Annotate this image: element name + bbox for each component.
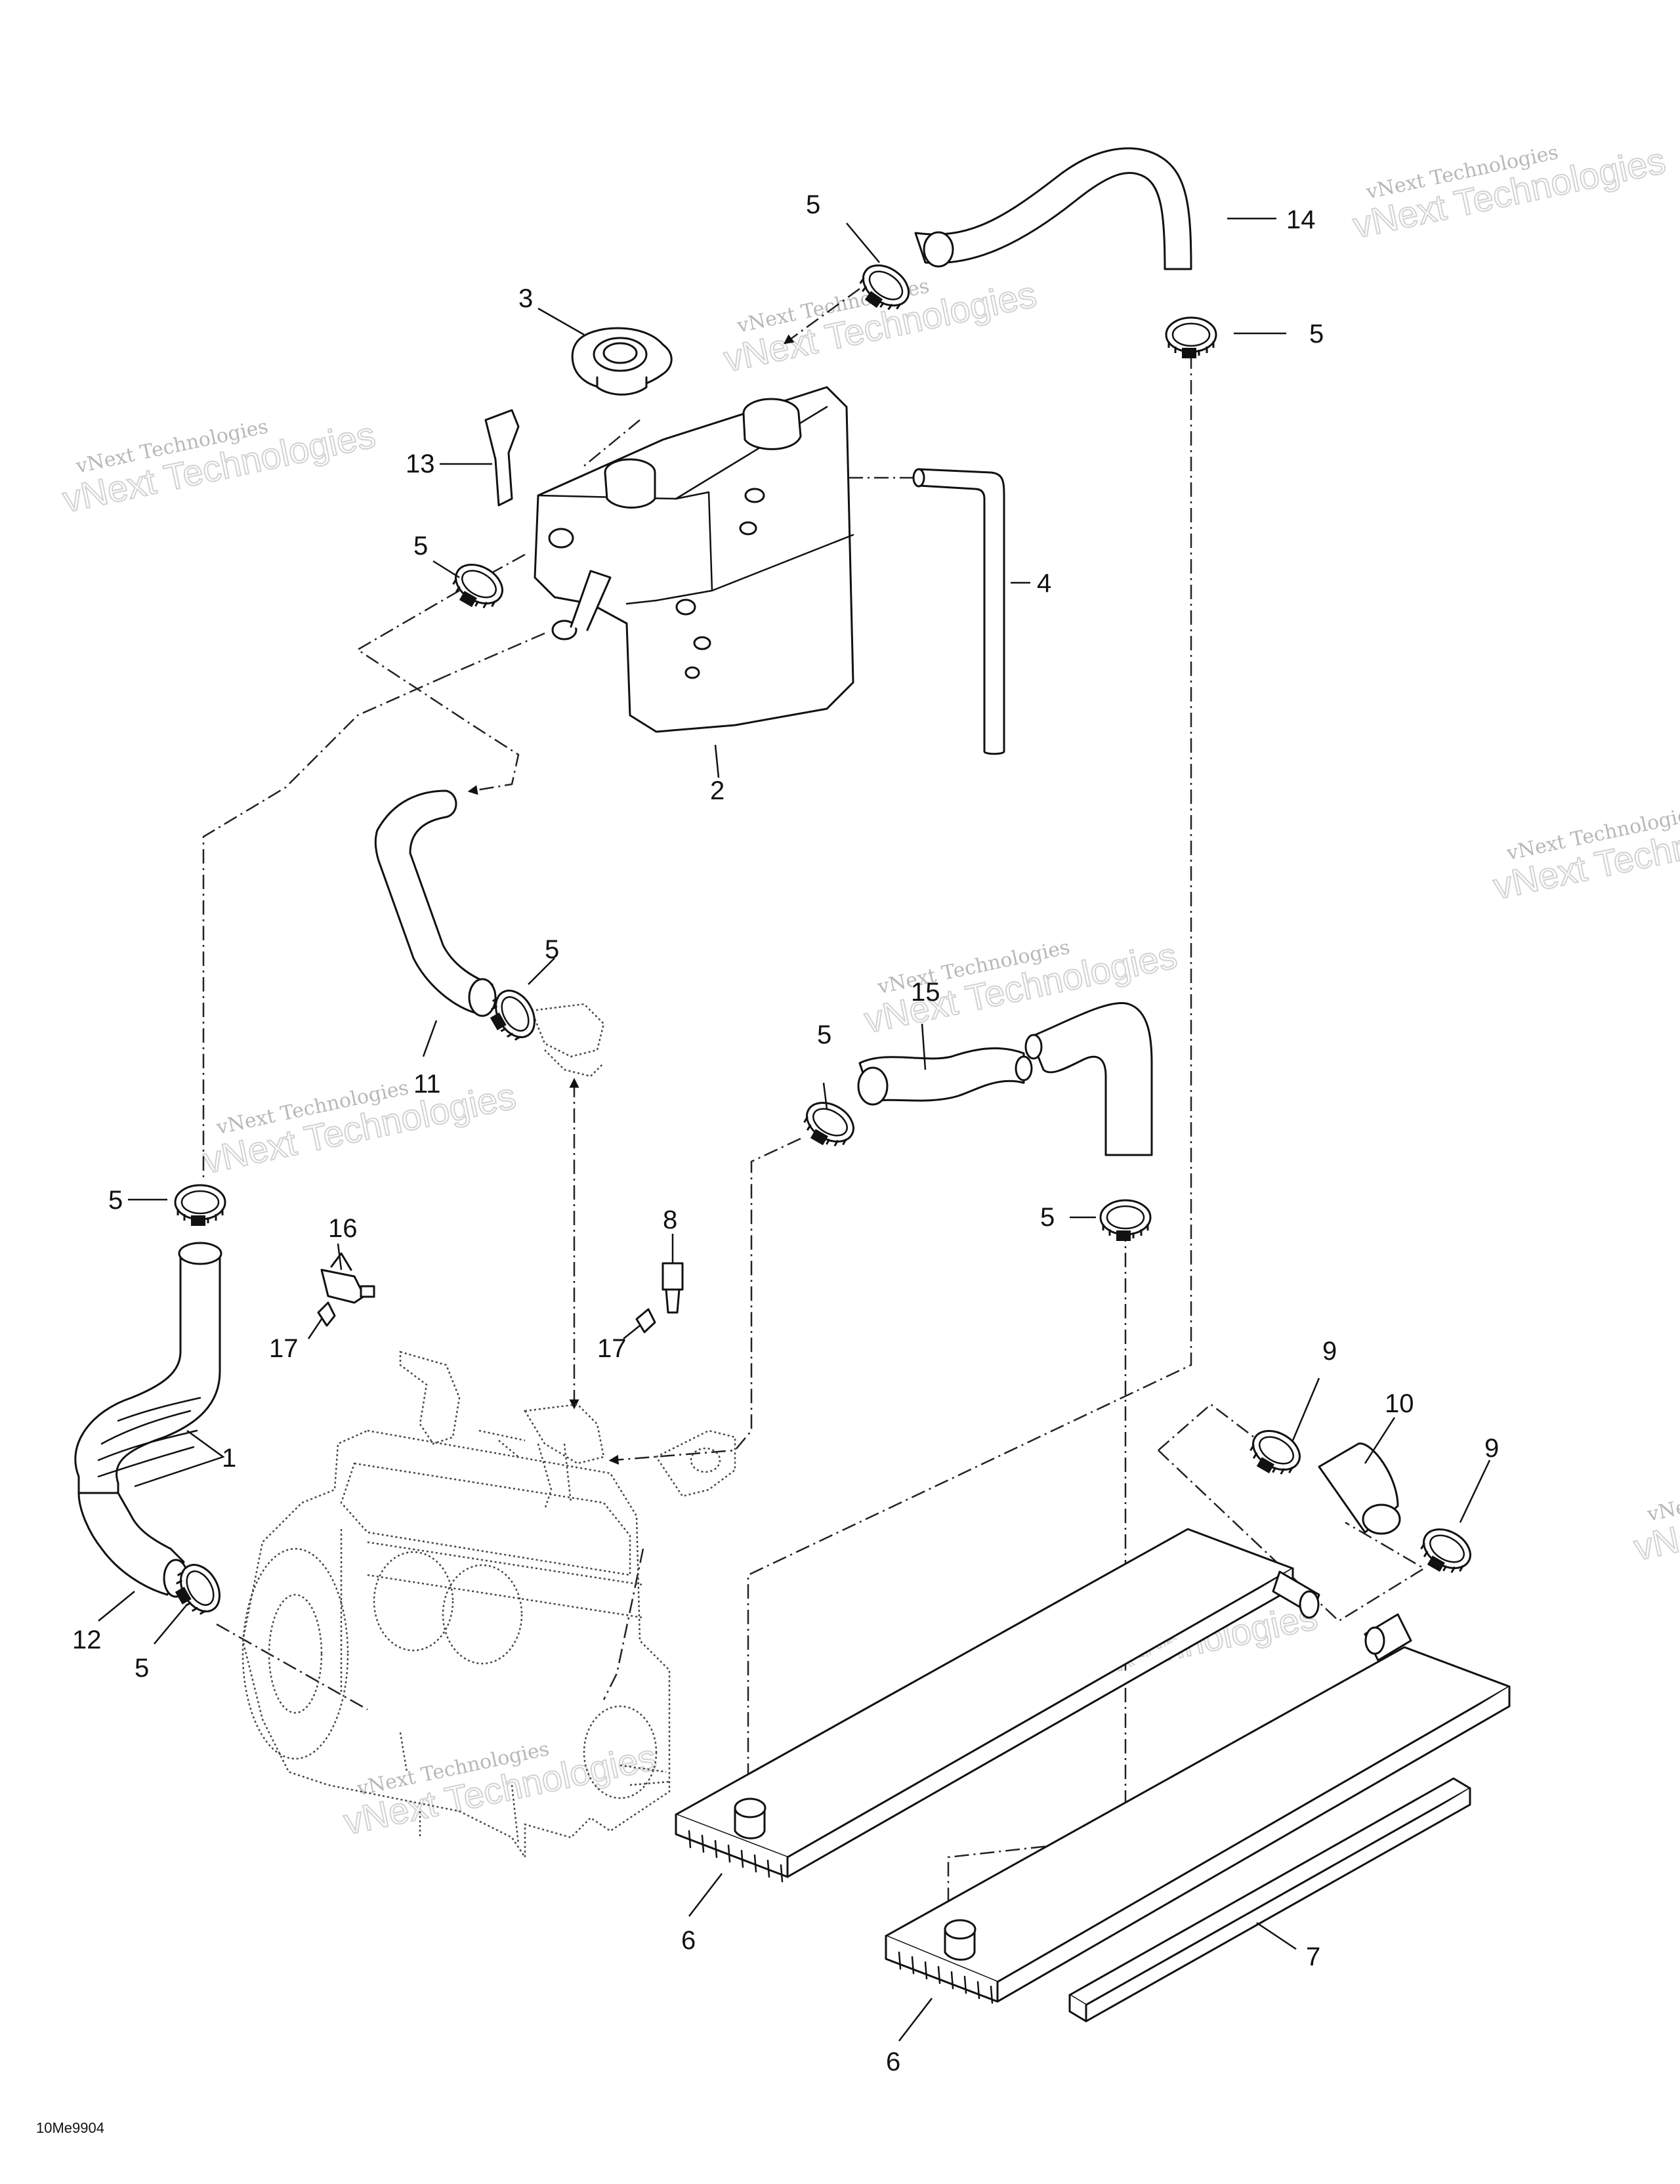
watermark-stamp: vNext Technologies vNext Technologies [1629, 1461, 1680, 1568]
coupling-tube [1318, 1442, 1401, 1535]
engine-block-icon [242, 1003, 736, 1860]
callout-number: 11 [413, 1070, 441, 1099]
callout-number: 14 [1286, 205, 1316, 234]
hose-clamp-icon [444, 555, 511, 618]
callout-number: 10 [1385, 1389, 1414, 1418]
hose-clamp-icon [174, 1184, 226, 1227]
callout-number: 5 [1040, 1203, 1055, 1232]
callout-number: 5 [413, 532, 428, 560]
sensor-washer [635, 1308, 656, 1334]
radiator-outlet-hose [1024, 1002, 1153, 1156]
watermark-text: vNext Technologies [1645, 1463, 1680, 1526]
callout-number: 16 [328, 1214, 358, 1243]
callout-number: 5 [1309, 320, 1324, 348]
watermark-stamp: vNext Technologies vNext Technologies [199, 1074, 520, 1182]
overflow-hose [912, 468, 1005, 755]
figure-code: 10Me9904 [36, 2120, 104, 2136]
flow-line [356, 589, 520, 795]
callout-number: 1 [222, 1444, 236, 1473]
radiator-inlet-hose [857, 1047, 1033, 1106]
callout-number: 5 [806, 190, 820, 219]
callout-number: 7 [1306, 1942, 1320, 1971]
leader-lines [98, 217, 1491, 2042]
watermark-stamp: vNext Technologies vNext Technologies [58, 413, 379, 520]
flow-line [608, 1137, 801, 1465]
hose-clamp-icon [1165, 316, 1217, 360]
flow-line [216, 1623, 368, 1711]
callout-number: 4 [1037, 569, 1051, 598]
tank-outlet-hose [374, 789, 497, 1017]
watermark-group: vNext Technologies vNext Technologies vN… [58, 138, 1680, 1843]
callout-labels: 5 14 3 5 13 5 4 2 5 11 15 5 5 5 16 8 17 … [72, 190, 1499, 2076]
callout-number: 5 [545, 935, 559, 964]
callout-number: 5 [817, 1020, 831, 1049]
watermark-stamp: vNext Technologies vNext Technologies [1349, 138, 1670, 246]
hose-clamp-icon [795, 1093, 862, 1156]
flow-line [943, 1227, 1127, 1948]
callout-number: 5 [135, 1654, 149, 1683]
watermark-stamp: vNext Technologies vNext Technologies [1489, 800, 1680, 908]
flow-line [202, 675, 447, 1181]
flow-line [446, 632, 545, 677]
flow-line [1158, 1450, 1426, 1622]
radiator-icon [885, 1613, 1511, 2004]
upper-radiator-hose [914, 147, 1192, 270]
flow-line [743, 354, 1192, 1816]
watermark-stamp: vNext Technologies vNext Technologies [339, 1735, 660, 1843]
callout-number: 3 [518, 284, 533, 313]
callout-number: 8 [663, 1206, 677, 1234]
engine-inlet-hose [77, 1492, 189, 1598]
sensor-washer [317, 1301, 336, 1327]
coolant-tank-icon [534, 386, 854, 733]
flow-line [783, 287, 860, 345]
callout-number: 9 [1322, 1337, 1337, 1366]
callout-number: 15 [911, 978, 940, 1007]
temperature-sensor-icon [320, 1252, 375, 1304]
hose-clamp-icon [1412, 1520, 1479, 1583]
callout-number: 17 [597, 1334, 627, 1363]
callout-number: 2 [710, 776, 724, 805]
tank-strap [484, 409, 520, 507]
callout-number: 17 [269, 1334, 299, 1363]
callout-number: 6 [681, 1926, 696, 1955]
radiator-icon [675, 1528, 1320, 1883]
radiator-rail [1068, 1777, 1471, 2023]
coolant-flow-lines [202, 287, 1426, 1948]
radiator-cap-icon [571, 327, 673, 396]
callout-number: 13 [406, 450, 435, 478]
callout-number: 5 [108, 1186, 123, 1215]
temperature-sensor-icon [662, 1262, 684, 1314]
callout-number: 9 [1484, 1434, 1499, 1463]
flow-line [583, 419, 640, 467]
bypass-hose [74, 1242, 222, 1494]
callout-number: 6 [886, 2048, 900, 2076]
hose-clamp-icon [1099, 1199, 1152, 1242]
callout-number: 12 [72, 1626, 102, 1654]
